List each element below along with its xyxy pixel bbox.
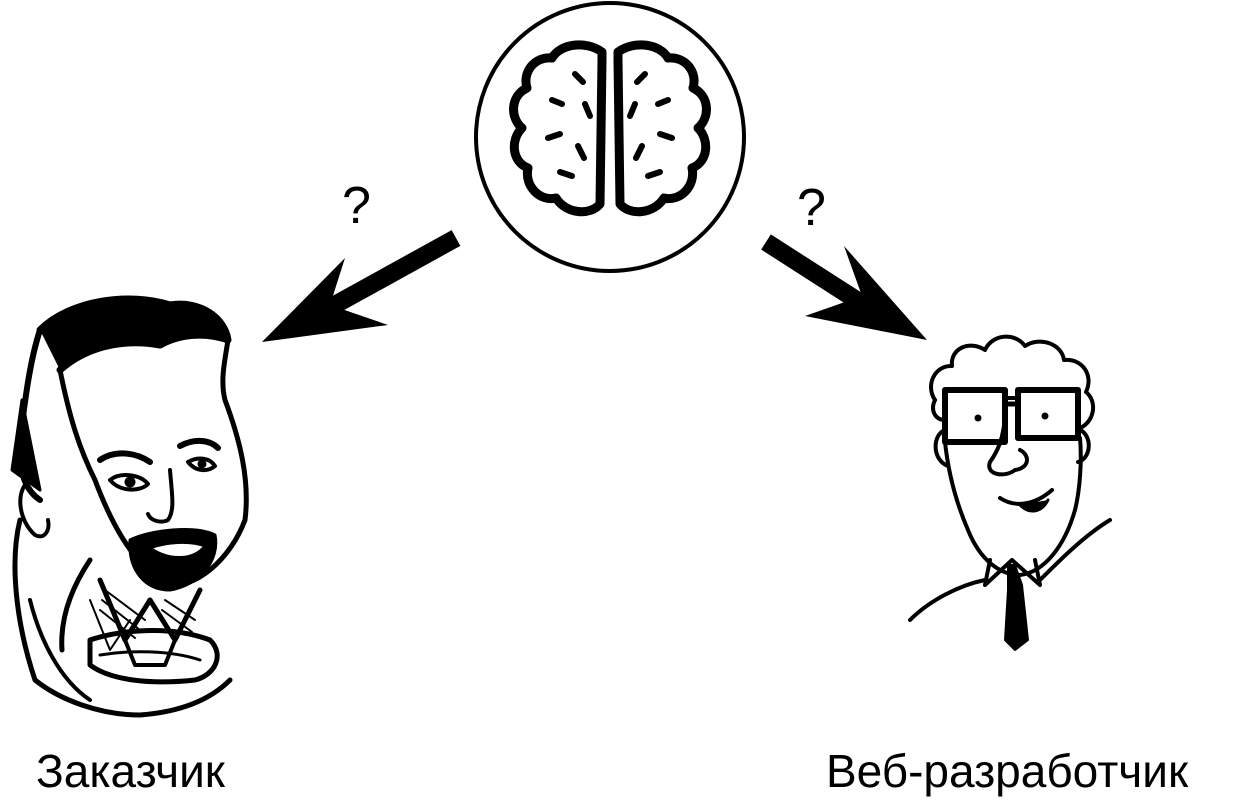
developer-label: Веб-разработчик (826, 745, 1189, 797)
brain-icon (474, 1, 746, 273)
developer-caricature-icon (908, 334, 1112, 651)
question-mark-right: ? (797, 179, 826, 237)
client-label: Заказчик (36, 745, 225, 797)
question-mark-left: ? (342, 177, 371, 235)
arrow-to-client (262, 230, 461, 342)
client-caricature-icon (10, 295, 249, 718)
arrow-to-developer (761, 234, 927, 340)
